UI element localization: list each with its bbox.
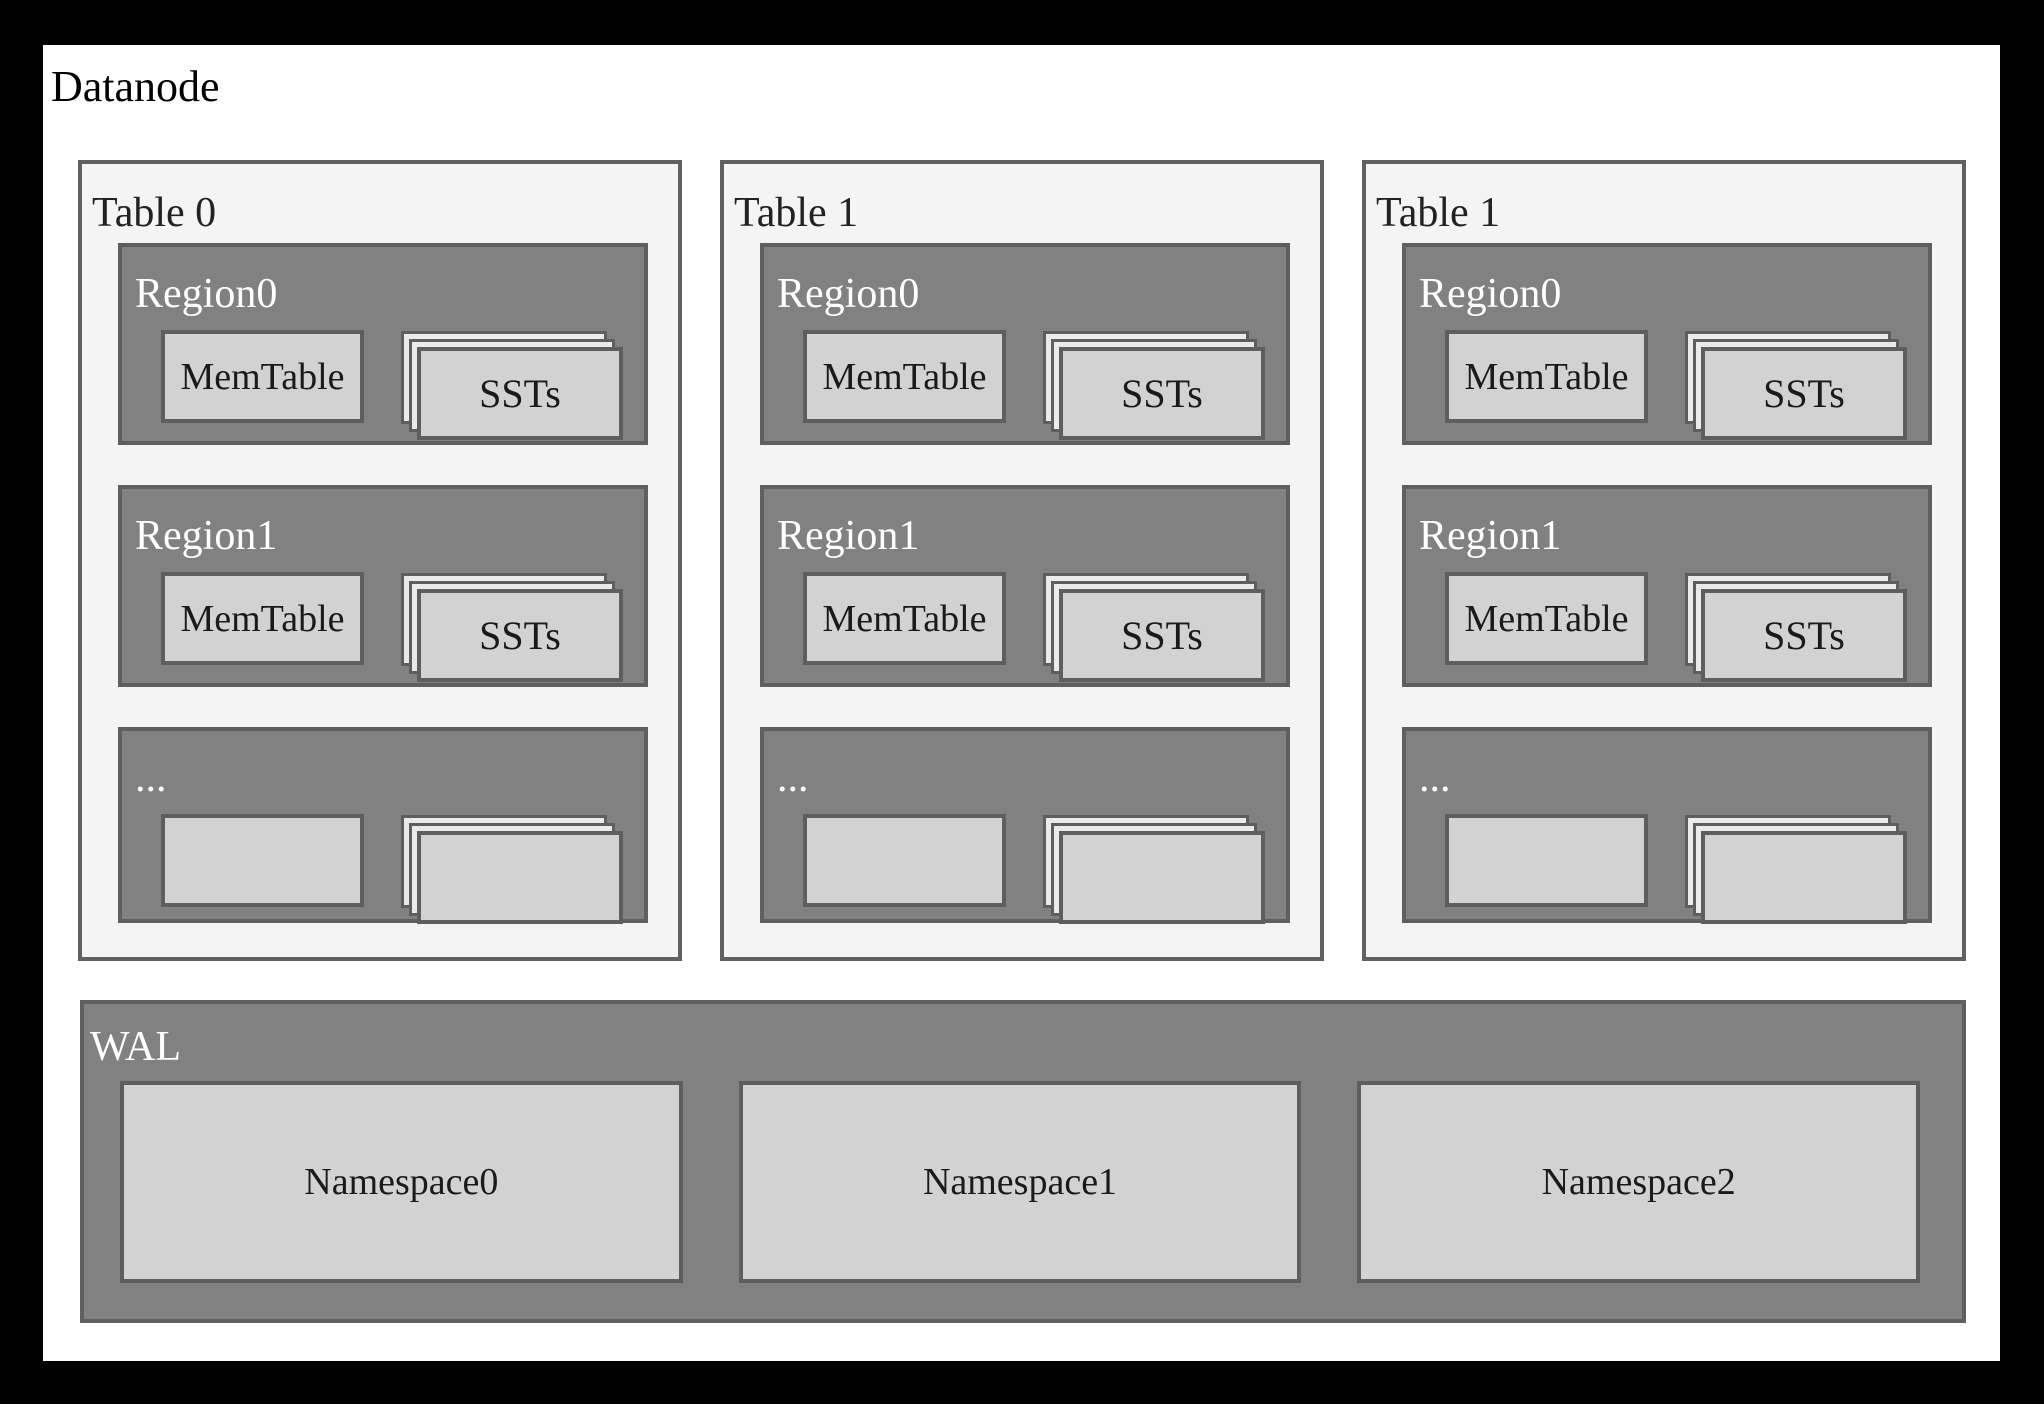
datanode-title: Datanode [51, 62, 220, 111]
memtable-box: MemTable [1445, 572, 1648, 665]
region-box: Region0 MemTable SSTs [1402, 243, 1932, 445]
ssts-stack [1043, 815, 1265, 924]
ssts-layer-front [1701, 831, 1907, 924]
region-label: Region1 [1419, 513, 1562, 559]
table-2-box: Table 1 Region0 MemTable SSTs Region1 Me… [1362, 160, 1966, 961]
namespaces-row: Namespace0 Namespace1 Namespace2 [120, 1081, 1921, 1283]
namespace-box: Namespace0 [120, 1081, 683, 1283]
region-box: ... [760, 727, 1290, 924]
ssts-layer-front [417, 831, 623, 924]
namespace-box: Namespace2 [1357, 1081, 1921, 1283]
ssts-layer-front: SSTs [1701, 347, 1907, 440]
memtable-box [1445, 814, 1648, 907]
ssts-stack: SSTs [1043, 573, 1265, 682]
ssts-stack: SSTs [1685, 331, 1907, 440]
ssts-layer-front: SSTs [1059, 589, 1265, 682]
ssts-layer-front: SSTs [1059, 347, 1265, 440]
table-1-box: Table 1 Region0 MemTable SSTs Region1 Me… [720, 160, 1324, 961]
ssts-stack: SSTs [401, 573, 623, 682]
region-box: ... [1402, 727, 1932, 924]
memtable-box: MemTable [803, 572, 1006, 665]
ssts-layer-front [1059, 831, 1265, 924]
datanode-panel: Datanode Table 0 Region0 MemTable SSTs R… [43, 45, 2000, 1361]
memtable-box: MemTable [1445, 330, 1648, 423]
region-label: Region1 [135, 513, 278, 559]
ssts-layer-front: SSTs [1701, 589, 1907, 682]
region-box: Region0 MemTable SSTs [760, 243, 1290, 445]
region-label: Region1 [777, 513, 920, 559]
memtable-box: MemTable [803, 330, 1006, 423]
table-title: Table 1 [1376, 190, 1501, 236]
region-box: Region0 MemTable SSTs [118, 243, 648, 445]
wal-box: WAL Namespace0 Namespace1 Namespace2 [80, 1000, 1966, 1323]
ssts-stack: SSTs [1043, 331, 1265, 440]
table-0-box: Table 0 Region0 MemTable SSTs Region1 Me… [78, 160, 682, 961]
region-label: Region0 [135, 271, 278, 317]
memtable-box: MemTable [161, 330, 364, 423]
memtable-box: MemTable [161, 572, 364, 665]
region-label: Region0 [777, 271, 920, 317]
region-label: ... [777, 755, 809, 801]
namespace-box: Namespace1 [738, 1081, 1302, 1283]
ssts-stack: SSTs [401, 331, 623, 440]
table-title: Table 0 [92, 190, 217, 236]
region-label: Region0 [1419, 271, 1562, 317]
memtable-box [161, 814, 364, 907]
tables-row: Table 0 Region0 MemTable SSTs Region1 Me… [78, 160, 1966, 961]
ssts-stack [401, 815, 623, 924]
region-box: ... [118, 727, 648, 924]
region-box: Region1 MemTable SSTs [118, 485, 648, 687]
memtable-box [803, 814, 1006, 907]
ssts-stack [1685, 815, 1907, 924]
ssts-layer-front: SSTs [417, 589, 623, 682]
table-title: Table 1 [734, 190, 859, 236]
region-label: ... [1419, 755, 1451, 801]
ssts-layer-front: SSTs [417, 347, 623, 440]
region-box: Region1 MemTable SSTs [760, 485, 1290, 687]
ssts-stack: SSTs [1685, 573, 1907, 682]
region-label: ... [135, 755, 167, 801]
region-box: Region1 MemTable SSTs [1402, 485, 1932, 687]
wal-label: WAL [90, 1024, 181, 1070]
